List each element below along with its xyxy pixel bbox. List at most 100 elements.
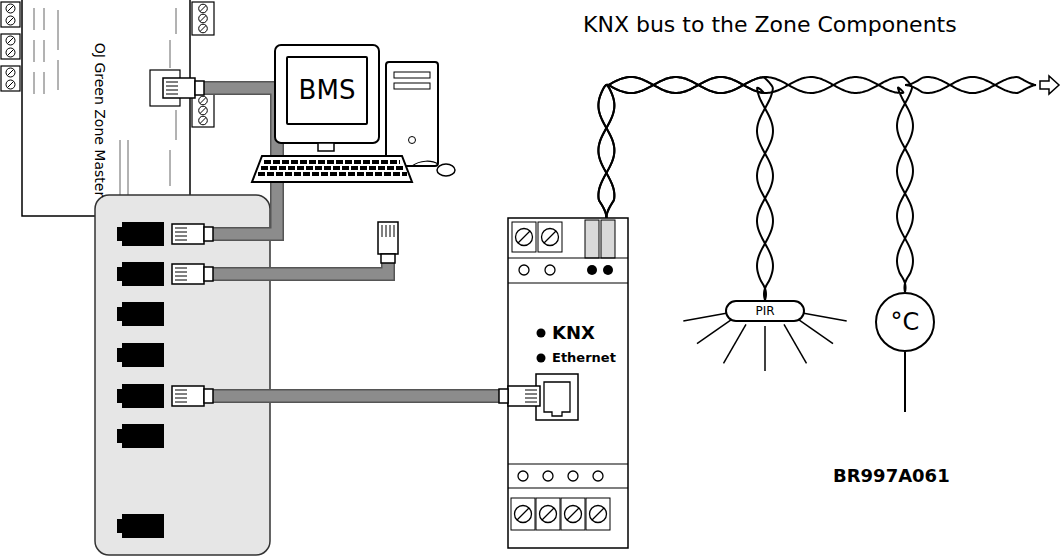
ethernet-cable xyxy=(213,391,499,402)
terminal-block xyxy=(6,48,15,57)
terminal-block xyxy=(8,70,14,76)
switch-port xyxy=(117,222,164,246)
rj45-plug xyxy=(195,81,204,95)
rj45-socket xyxy=(536,374,578,420)
terminal-block xyxy=(199,96,208,105)
terminal-opening xyxy=(518,471,528,481)
mouse xyxy=(412,161,455,176)
twisted-pair-wire xyxy=(598,77,913,292)
terminal-block xyxy=(199,116,208,125)
rj45-plug xyxy=(172,264,204,284)
rj45-plug xyxy=(172,386,204,406)
pir-sensor: PIR xyxy=(725,300,805,322)
terminal-block xyxy=(6,16,15,25)
terminal-block xyxy=(192,2,214,127)
switch-port xyxy=(117,424,164,448)
terminal-opening xyxy=(519,265,529,275)
rj45-plug xyxy=(175,268,187,280)
computer-illustration xyxy=(252,45,455,182)
screen-text: BMS xyxy=(299,75,356,106)
terminal-opening xyxy=(593,471,603,481)
switch-port xyxy=(117,514,164,538)
ethernet-cable xyxy=(213,262,388,274)
screw-terminal xyxy=(512,222,536,252)
terminal-block xyxy=(8,6,14,12)
screw-terminal xyxy=(567,508,579,520)
rj45-plug xyxy=(172,224,213,244)
knx-bus-terminal xyxy=(585,220,615,258)
sensor-text: PIR xyxy=(755,304,774,318)
keyboard xyxy=(258,162,407,174)
rj45-plug xyxy=(499,386,540,406)
terminal-block xyxy=(200,108,206,114)
terminal-block xyxy=(6,36,15,45)
terminal-block xyxy=(200,98,206,104)
rj45-plug xyxy=(378,222,398,263)
terminal-block xyxy=(192,94,214,127)
monitor-frame xyxy=(275,45,379,143)
monitor-stand xyxy=(318,143,334,151)
screw-terminal xyxy=(542,229,559,246)
terminal-block xyxy=(8,38,14,44)
computer-tower xyxy=(409,137,416,144)
din-module xyxy=(508,218,628,548)
rj45-plug xyxy=(378,222,398,254)
rj45-plug xyxy=(163,78,204,98)
rj45-plug xyxy=(204,227,213,241)
screw-terminal xyxy=(561,498,585,530)
screw-terminal xyxy=(590,506,607,523)
controller-housing xyxy=(1,0,214,216)
screw-terminal xyxy=(542,508,554,520)
twisted-pair-wire xyxy=(598,77,773,300)
terminal-block xyxy=(6,4,15,13)
keyboard xyxy=(252,156,412,182)
controller-device: OJ Green Zone Master xyxy=(22,0,190,216)
rj45-plug xyxy=(175,390,187,402)
rj45-plug xyxy=(499,389,508,403)
bus-continuation-arrow xyxy=(1040,76,1059,94)
rj45-plug xyxy=(508,386,540,406)
computer-tower xyxy=(386,62,438,166)
terminal-block xyxy=(6,80,15,89)
screw-terminal xyxy=(518,231,530,243)
terminal-block xyxy=(199,24,208,33)
knx-gateway: KNXEthernet xyxy=(508,218,628,548)
knx-bus-terminal xyxy=(585,220,599,258)
sensor-text: °C xyxy=(891,308,920,337)
terminal-block xyxy=(1,2,20,91)
rj45-plug xyxy=(163,78,195,98)
screw-terminal xyxy=(538,222,562,252)
pir-detection-rays xyxy=(796,318,833,344)
rj45-plug xyxy=(175,228,187,240)
rj45-plug xyxy=(525,390,537,402)
rj45-plug xyxy=(204,267,213,281)
port-label: Ethernet xyxy=(552,350,616,366)
screw-terminal xyxy=(536,498,560,530)
terminal-block xyxy=(200,16,206,22)
sensor-probe xyxy=(904,352,906,412)
rj45-plug xyxy=(382,225,394,237)
twisted-pair-wire xyxy=(905,77,1036,93)
knx-bus-terminal xyxy=(601,220,615,258)
computer-tower xyxy=(394,72,430,78)
terminal-block xyxy=(1,66,20,91)
screw-terminal xyxy=(544,231,556,243)
screw-terminal xyxy=(517,508,529,520)
screw-terminal xyxy=(516,229,533,246)
terminal-block xyxy=(199,14,208,23)
screw-terminal xyxy=(586,498,610,530)
drawing-number: BR997A061 xyxy=(833,465,950,487)
network-switch xyxy=(95,195,270,555)
computer-tower xyxy=(386,62,438,166)
pir-detection-rays xyxy=(784,324,807,363)
module-divider xyxy=(508,258,628,488)
pir-detection-rays xyxy=(724,324,747,363)
terminal-block xyxy=(199,4,208,13)
knx-bus-wire xyxy=(905,77,1036,93)
rj45-plug xyxy=(172,386,213,406)
screw-terminal xyxy=(511,498,610,530)
switch-port xyxy=(117,262,164,286)
screw-terminal xyxy=(592,508,604,520)
switch-port xyxy=(117,343,164,367)
